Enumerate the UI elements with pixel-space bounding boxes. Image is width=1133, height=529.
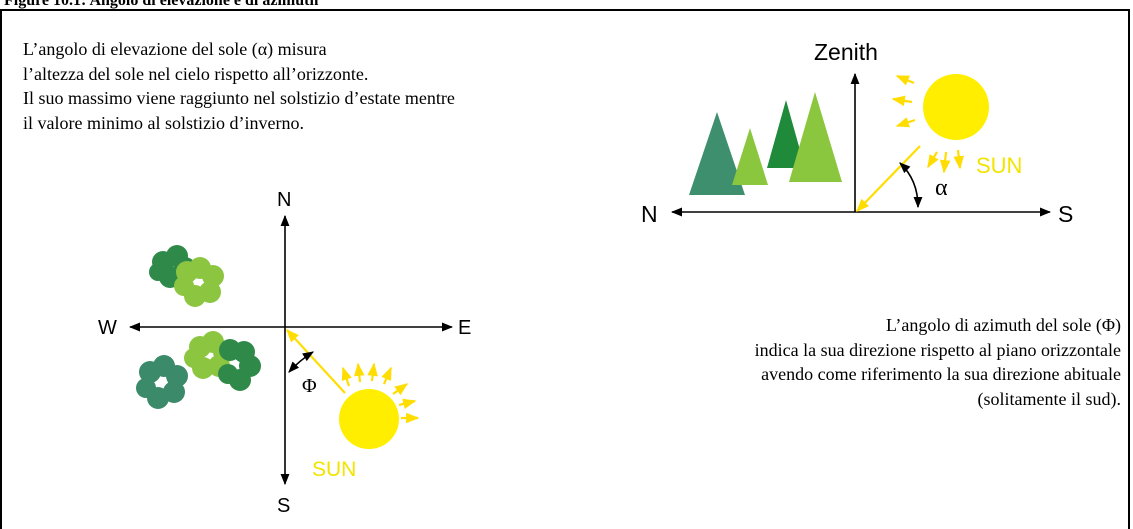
azimuth-sun-rays <box>341 362 420 424</box>
figure-frame <box>0 9 1130 529</box>
elevation-sun-rays <box>891 74 964 174</box>
ray-6 <box>953 149 964 170</box>
ray-6 <box>398 398 417 410</box>
azimuth-line-3: avendo come riferimento la sua direzione… <box>761 364 1121 384</box>
ray-3 <box>895 117 916 128</box>
azimuth-sun-label: SUN <box>312 458 356 481</box>
azimuth-line-2: indica la sua direzione rispetto al pian… <box>754 339 1121 360</box>
elevation-sun-icon <box>923 74 989 140</box>
elevation-sun-label: SUN <box>976 153 1022 178</box>
azimuth-west-label: W <box>98 317 117 339</box>
figure-caption: Figure 10.1: Angolo di elevazione e di a… <box>4 0 319 9</box>
elevation-sunlight-ray <box>856 145 921 212</box>
phi-symbol: Φ <box>302 375 317 397</box>
elevation-line-4: il valore minimo al solstizio d’inverno. <box>23 112 304 133</box>
ray-3 <box>367 362 378 382</box>
azimuth-line-4: (solitamente il sud). <box>977 388 1121 409</box>
elevation-south-label: S <box>1058 201 1073 227</box>
azimuth-sun-icon <box>339 389 399 449</box>
azimuth-north-label: N <box>277 189 291 211</box>
ray-5 <box>392 383 409 396</box>
azimuth-line-1: L’angolo di azimuth del sole (Φ) <box>886 315 1121 335</box>
elevation-line-2: l’altezza del sole nel cielo rispetto al… <box>23 63 369 84</box>
azimuth-sunlight-ray <box>286 329 346 394</box>
ray-4 <box>927 151 939 169</box>
elevation-north-label: N <box>641 201 658 227</box>
elevation-line-3: Il suo massimo viene raggiunto nel solst… <box>23 88 455 108</box>
tree-green-medium <box>767 100 805 168</box>
elevation-trees <box>689 92 842 195</box>
ray-5 <box>939 151 951 174</box>
bush-teal <box>136 355 188 409</box>
elevation-description: L’angolo di elevazione del sole (α) misu… <box>23 37 455 135</box>
ray-1 <box>341 366 352 387</box>
tree-light-large <box>789 92 842 182</box>
azimuth-description: L’angolo di azimuth del sole (Φ) indica … <box>755 313 1121 411</box>
zenith-label: Zenith <box>814 39 878 65</box>
ray-2 <box>354 362 365 383</box>
ray-2 <box>891 95 913 107</box>
bush-light-top <box>174 257 224 307</box>
tree-light-small <box>732 128 768 185</box>
ray-4 <box>381 366 393 385</box>
ray-1 <box>895 74 915 86</box>
azimuth-bushes <box>136 245 261 409</box>
azimuth-south-label: S <box>277 495 290 517</box>
elevation-line-1: L’angolo di elevazione del sole (α) misu… <box>23 39 327 59</box>
tree-dark-left <box>689 112 745 195</box>
alpha-symbol: α <box>935 175 948 201</box>
phi-angle-arc <box>288 351 314 373</box>
alpha-angle-arc <box>899 162 923 209</box>
bush-dark-bottom <box>218 339 261 391</box>
azimuth-east-label: E <box>458 317 471 339</box>
